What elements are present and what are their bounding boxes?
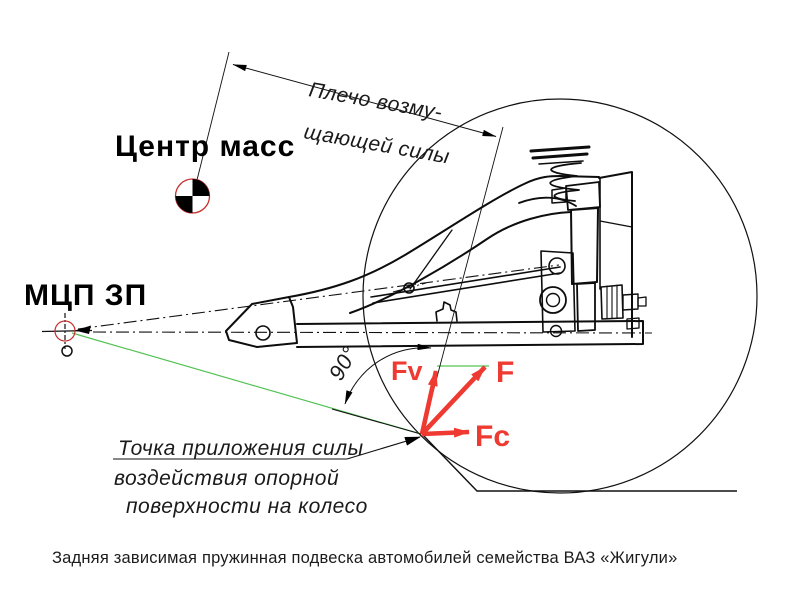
lever-dimension-line xyxy=(232,64,497,137)
wheel-circle xyxy=(362,98,758,494)
lever-label-line1: Плечо возму- xyxy=(307,78,444,124)
arm-front-bracket xyxy=(225,296,298,348)
axle-end-bolt-small xyxy=(626,317,640,330)
instant-center-icon xyxy=(41,313,93,357)
ground-line xyxy=(421,433,737,492)
arm-cross-line xyxy=(409,229,453,290)
force-vector-fv xyxy=(419,370,439,435)
spring-top-plates xyxy=(529,145,591,160)
spring-lower-seat xyxy=(540,250,576,333)
contact-label-line3: поверхности на колесо xyxy=(126,495,368,518)
bump-stop-ribs xyxy=(606,284,618,319)
upper-axis-line xyxy=(77,264,560,330)
axle-end-nut xyxy=(637,296,647,307)
shock-mount-bolt xyxy=(551,187,567,204)
spring-plate-line xyxy=(538,160,584,165)
com-extension-line xyxy=(196,51,230,181)
force-fv-label: Fv xyxy=(391,356,423,386)
axle-end-bolt xyxy=(622,293,639,311)
mcp-small-circle xyxy=(61,345,73,357)
com-quadrant-ne xyxy=(192,179,210,196)
inner-panel-line xyxy=(599,220,633,228)
axle-bracket xyxy=(435,301,458,322)
bump-stop xyxy=(600,284,624,320)
mcp-ring xyxy=(54,320,76,342)
seat-hole-main xyxy=(539,286,567,314)
suspension-drawing xyxy=(225,145,647,348)
force-vectors xyxy=(419,365,487,438)
force-f-label: F xyxy=(496,356,514,389)
lever-label-line2: щающей силы xyxy=(302,120,451,168)
force-vector-f xyxy=(420,365,487,436)
force-vector-fc xyxy=(421,427,470,438)
right-angle-label: 90° xyxy=(324,342,363,385)
figure-caption: Задняя зависимая пружинная подвеска авто… xyxy=(52,549,677,567)
spring-seat xyxy=(518,196,577,207)
bracket-bolt xyxy=(255,325,271,341)
mcp-arrow-wedge xyxy=(75,325,91,334)
com-quadrant-sw xyxy=(175,196,193,213)
center-of-mass-icon xyxy=(174,178,211,214)
seat-hole-upper xyxy=(548,257,566,275)
inner-panel-edge xyxy=(598,171,633,338)
contact-leader-line xyxy=(346,436,421,460)
dash-dot-axis-lines xyxy=(77,264,653,334)
contact-label-line2: воздействия опорной xyxy=(114,467,339,490)
seat-hole-lower xyxy=(549,324,563,338)
arm-hole-center-line xyxy=(392,282,427,293)
contact-label-line1: Точка приложения силы xyxy=(118,437,364,460)
axle-beam xyxy=(296,320,644,348)
shock-lower-tube xyxy=(576,282,596,332)
seat-hole-main-inner xyxy=(545,292,561,308)
force-fc-label: Fc xyxy=(475,420,510,453)
trailing-arm-upper-edge xyxy=(288,175,600,298)
center-of-mass-label: Центр масс xyxy=(115,130,295,163)
shock-body xyxy=(570,207,599,285)
instant-center-label: МЦП ЗП xyxy=(24,279,147,312)
right-angle-arc xyxy=(344,343,432,405)
swing-radius-overlay xyxy=(331,408,422,435)
spring-coil xyxy=(549,162,582,202)
shock-upper-mount xyxy=(565,181,601,211)
trailing-arm-inner-edge xyxy=(349,211,572,314)
axle-center-line xyxy=(92,331,653,334)
upper-control-rod xyxy=(370,266,561,304)
arm-hole xyxy=(403,282,415,294)
